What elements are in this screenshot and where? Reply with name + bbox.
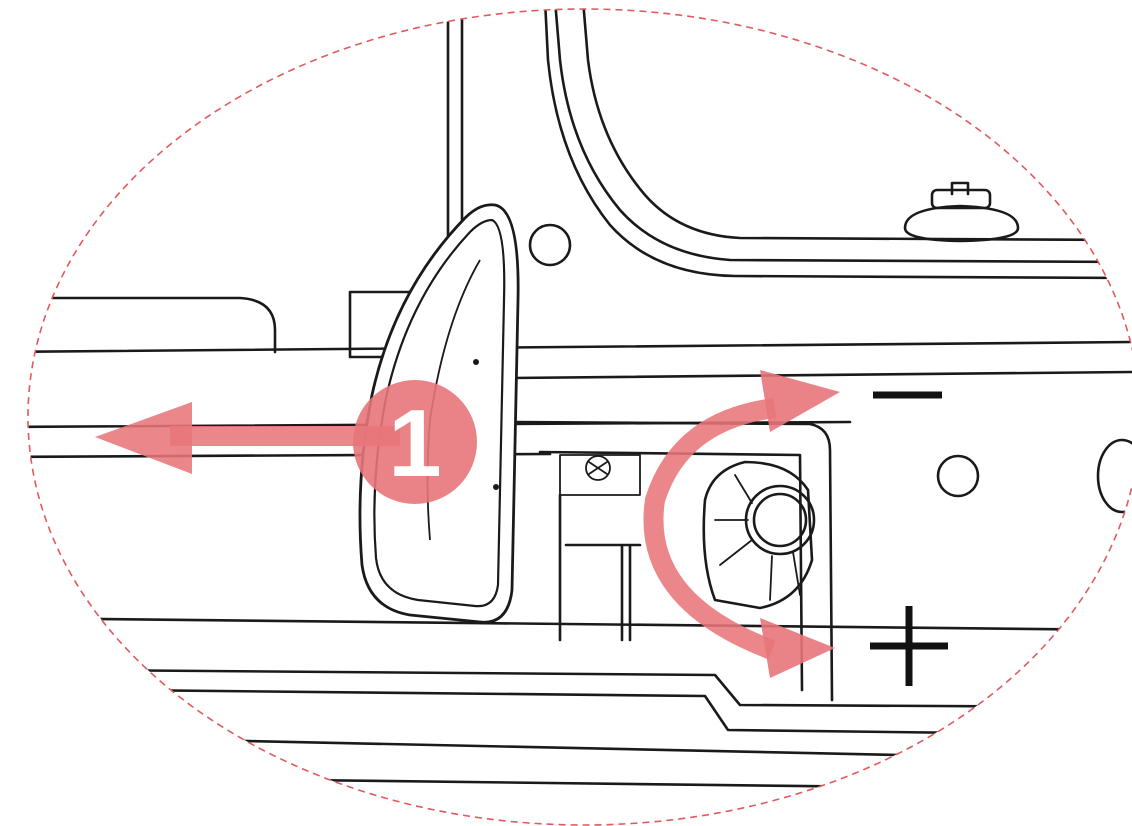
mechanism-block [559,454,641,496]
rail-line [298,778,1132,792]
hole [936,454,980,498]
adjust-plate-inner [538,450,804,692]
plus-icon: + [870,606,948,686]
panel-outline-inner [581,9,1132,242]
panel-outline-outer [543,9,1132,280]
step-badge: 1 [353,380,477,504]
mechanism-drawing [28,9,1132,792]
rail-line [118,688,1132,737]
rail-line [28,616,1132,632]
adjust-knob-icon [702,460,816,610]
panel-outline [553,9,1132,264]
step-number: 1 [388,390,441,497]
hole [528,223,572,267]
left-tab [28,296,277,354]
mechanism-post [558,493,642,642]
rail-line [28,340,1132,354]
rotate-knob-arrow-icon [643,370,840,678]
screw-icon [903,181,1020,243]
detail-outline [27,8,1132,826]
small-screw-icon [585,455,611,481]
rail-line [198,738,1132,762]
hole [1096,438,1132,514]
rail-line [78,668,1132,709]
adjust-plate [513,420,834,702]
pull-lever-arrow-icon [95,402,400,474]
minus-sign: — [907,399,908,401]
minus-icon: — [873,391,942,401]
rail-line [508,370,1132,380]
